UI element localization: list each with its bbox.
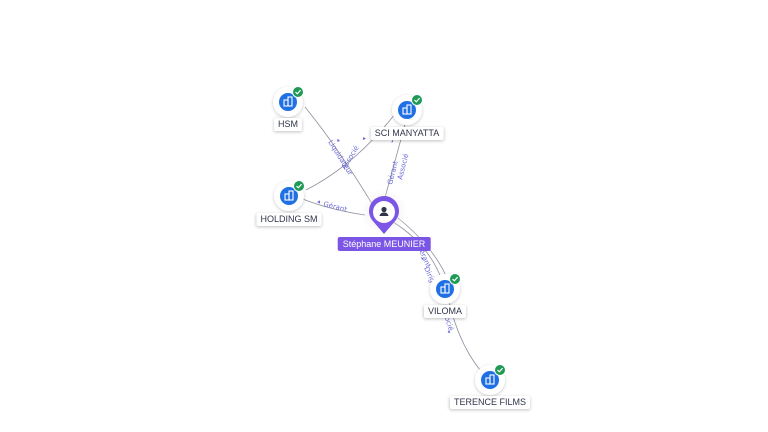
company-node-hsm[interactable] xyxy=(273,86,304,118)
company-label-viloma[interactable]: VILOMA xyxy=(423,305,467,318)
company-building-icon xyxy=(402,104,412,115)
edge-label-associe-sci: Associé xyxy=(396,153,410,181)
edge-arrow xyxy=(391,139,393,143)
company-building-icon xyxy=(485,374,495,385)
edge-label-gerant-holding: Gérant xyxy=(323,200,349,214)
company-node-terence-films[interactable] xyxy=(475,364,506,396)
company-building-icon xyxy=(440,283,450,294)
verified-check-icon xyxy=(494,364,506,376)
company-label-terence-films[interactable]: TERENCE FILMS xyxy=(449,396,531,409)
company-label-holding-sm[interactable]: HOLDING SM xyxy=(256,213,322,226)
verified-check-icon xyxy=(411,94,423,106)
edge-arrow xyxy=(317,200,320,204)
company-node-viloma[interactable] xyxy=(430,273,461,305)
company-building-icon xyxy=(284,190,294,201)
verified-check-icon xyxy=(293,180,305,192)
person-node-stephane-meunier[interactable] xyxy=(360,188,408,236)
edge-holding-associe xyxy=(305,113,396,191)
verified-check-icon xyxy=(449,273,461,285)
company-node-sci-manyatta[interactable] xyxy=(392,94,423,126)
edge-arrow xyxy=(337,138,340,142)
verified-check-icon xyxy=(292,86,304,98)
company-label-hsm[interactable]: HSM xyxy=(274,118,302,131)
person-icon xyxy=(379,206,389,216)
edge-arrow xyxy=(421,257,424,260)
edge-gerant-holding xyxy=(299,197,366,216)
company-node-holding-sm[interactable] xyxy=(274,180,305,212)
edge-arrow xyxy=(363,137,366,141)
company-building-icon xyxy=(283,96,293,107)
company-label-sci-manyatta[interactable]: SCI MANYATTA xyxy=(370,127,444,140)
edge-arrow xyxy=(447,330,451,333)
person-label[interactable]: Stéphane MEUNIER xyxy=(337,237,431,251)
